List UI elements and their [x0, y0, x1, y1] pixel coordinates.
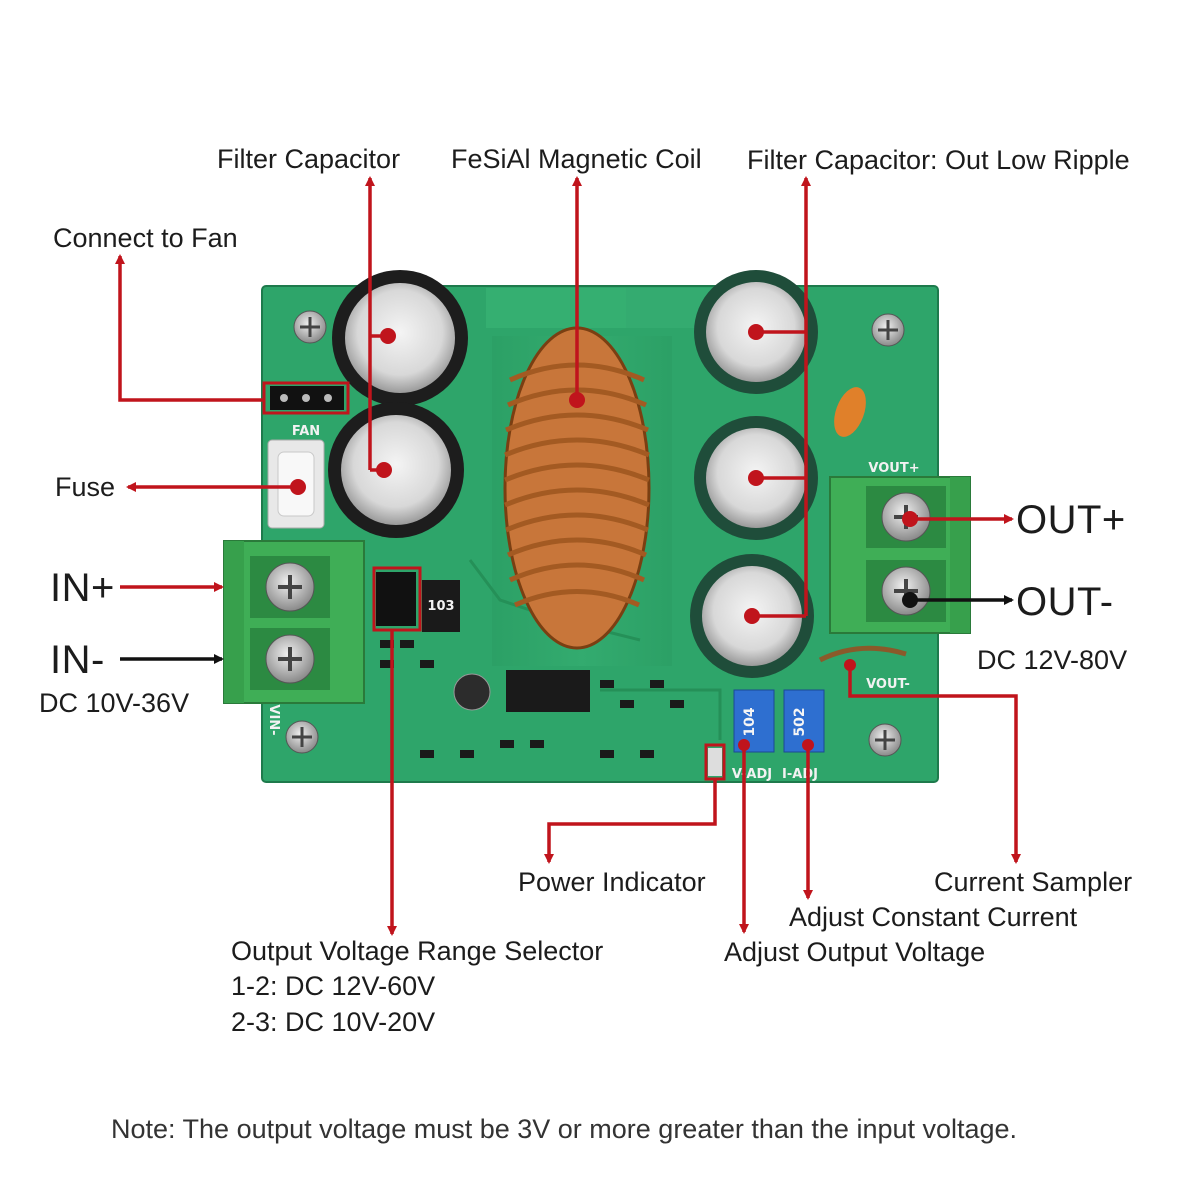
input-terminal-block — [223, 540, 365, 704]
label-in-minus: IN- — [50, 638, 105, 682]
label-filter-capacitor-in: Filter Capacitor — [217, 144, 401, 174]
screw-icon — [868, 723, 902, 757]
label-connect-to-fan: Connect to Fan — [53, 223, 238, 253]
magnetic-coil — [503, 326, 651, 650]
label-adjust-voltage: Adjust Output Voltage — [724, 937, 986, 967]
screw-icon — [285, 720, 319, 754]
small-components: 103 — [376, 387, 866, 776]
label-filter-capacitor-out: Filter Capacitor: Out Low Ripple — [747, 145, 1130, 175]
output-terminal-block — [829, 476, 971, 634]
vin-minus-silkscreen: VIN- — [266, 704, 281, 735]
label-input-range: DC 10V-36V — [39, 688, 190, 718]
vout-minus-silkscreen: VOUT- — [866, 677, 910, 692]
callout-dots — [290, 324, 918, 751]
label-range-2-3: 2-3: DC 10V-20V — [231, 1007, 436, 1037]
fan-header: FAN — [270, 386, 344, 439]
current-shunt — [818, 645, 907, 663]
pot-v-value: 104 — [742, 707, 758, 736]
v-adj-silkscreen: V-ADJ — [732, 767, 772, 782]
vout-plus-silkscreen: VOUT+ — [868, 461, 919, 476]
mounting-screws — [285, 310, 905, 757]
screw-icon — [293, 310, 327, 344]
i-adj-silkscreen: I-ADJ — [782, 767, 818, 782]
label-fuse: Fuse — [55, 472, 116, 502]
label-out-plus: OUT+ — [1016, 498, 1126, 542]
callout-lines — [115, 176, 1021, 936]
label-out-minus: OUT- — [1016, 580, 1114, 624]
resistor-marking: 103 — [427, 599, 454, 614]
pot-i-value: 502 — [792, 707, 808, 736]
label-current-sampler: Current Sampler — [934, 867, 1133, 897]
note-text: Note: The output voltage must be 3V or m… — [111, 1114, 1018, 1144]
label-range-1-2: 1-2: DC 12V-60V — [231, 971, 436, 1001]
label-magnetic-coil: FeSiAl Magnetic Coil — [451, 144, 702, 174]
label-in-plus: IN+ — [50, 566, 115, 610]
fan-silkscreen: FAN — [292, 424, 320, 439]
label-adjust-current: Adjust Constant Current — [789, 902, 1078, 932]
label-power-indicator: Power Indicator — [518, 867, 706, 897]
label-output-range: DC 12V-80V — [977, 645, 1128, 675]
label-range-selector: Output Voltage Range Selector — [231, 936, 604, 966]
black-callout-lines — [120, 595, 1014, 664]
screw-icon — [871, 313, 905, 347]
